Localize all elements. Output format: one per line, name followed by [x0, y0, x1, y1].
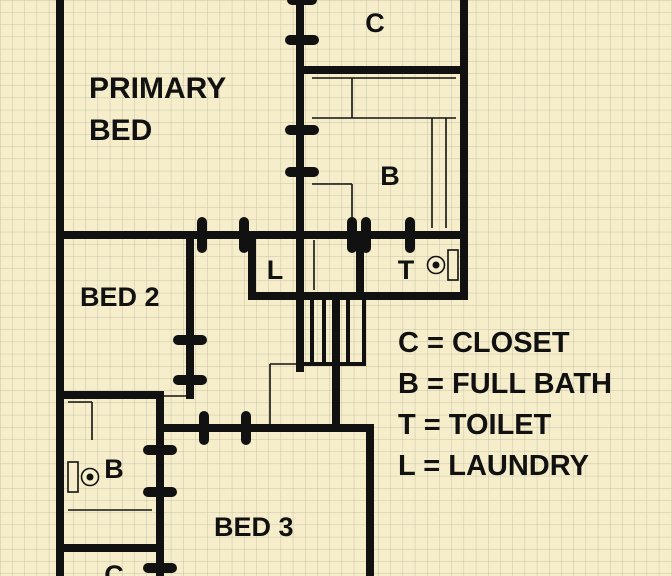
bed3-label: BED 3 — [214, 512, 294, 542]
bed2-label: BED 2 — [80, 282, 160, 312]
primary-bed-label-line2: BED — [89, 114, 152, 147]
legend-item-closet: C = CLOSET — [398, 327, 570, 359]
closet-bottom-label: C — [104, 560, 124, 576]
closet-top-label: C — [365, 8, 385, 38]
toilet-icon — [426, 249, 459, 281]
bath-left-label: B — [104, 454, 124, 484]
toilet-label: T — [398, 255, 415, 285]
legend: C = CLOSET B = FULL BATH T = TOILET L = … — [398, 327, 612, 482]
bath-top-label: B — [380, 161, 400, 191]
legend-item-toilet: T = TOILET — [398, 409, 552, 441]
toilet-left-icon — [67, 461, 100, 493]
legend-item-full-bath: B = FULL BATH — [398, 368, 612, 400]
legend-item-laundry: L = LAUNDRY — [398, 450, 589, 482]
primary-bed-label-line1: PRIMARY — [89, 72, 226, 105]
staircase — [298, 294, 366, 366]
fixture-lines — [68, 77, 456, 511]
laundry-label: L — [267, 255, 284, 285]
